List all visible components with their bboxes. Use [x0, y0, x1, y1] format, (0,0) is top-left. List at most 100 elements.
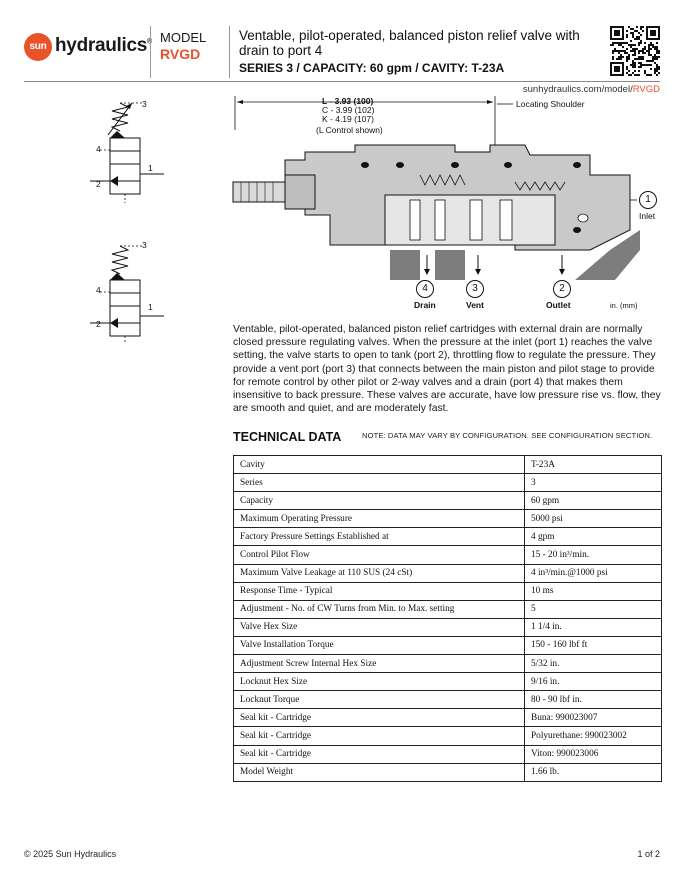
url-model: RVGD — [632, 84, 660, 95]
spec-label: Capacity — [233, 491, 525, 511]
spec-label: Model Weight — [233, 762, 525, 782]
spec-label: Seal kit - Cartridge — [233, 744, 525, 764]
table-row: Adjustment - No. of CW Turns from Min. t… — [233, 599, 662, 619]
locating-shoulder-label: Locating Shoulder — [516, 99, 585, 109]
spec-value: 1.66 lb. — [524, 762, 662, 782]
product-description: Ventable, pilot-operated, balanced pisto… — [233, 324, 661, 415]
spec-label: Locknut Hex Size — [233, 672, 525, 692]
spec-value: 10 ms — [524, 581, 662, 601]
spring-icon — [110, 245, 130, 275]
header-divider — [150, 26, 151, 78]
inlet-port-number: 1 — [639, 191, 657, 209]
logo-word: hydraulics — [55, 35, 148, 56]
page-title: Ventable, pilot-operated, balanced pisto… — [239, 28, 580, 58]
spec-value: 150 - 160 lbf ft — [524, 635, 662, 656]
logo-wordmark: hydraulics® — [55, 35, 152, 57]
outlet-port-number: 2 — [553, 280, 571, 298]
spec-value: 1 1/4 in. — [524, 617, 662, 637]
spec-value: 3 — [524, 473, 662, 493]
spec-value: 80 - 90 lbf in. — [524, 690, 662, 710]
spec-label: Response Time - Typical — [233, 581, 525, 601]
header-rule — [24, 81, 660, 82]
spec-value: 60 gpm — [524, 491, 662, 511]
symbol-top-port-2: 2 — [96, 179, 101, 189]
spec-label: Adjustment Screw Internal Hex Size — [233, 654, 525, 674]
symbol-bottom-port-2: 2 — [96, 319, 101, 329]
symbol-bottom-port-3: 3 — [142, 240, 147, 250]
model-url-link[interactable]: sunhydraulics.com/model/RVGD — [523, 84, 660, 95]
logo-sun-text: sun — [29, 41, 47, 52]
technical-data-note: NOTE: DATA MAY VARY BY CONFIGURATION. SE… — [362, 431, 653, 440]
adjustment-arrow-icon — [126, 103, 132, 109]
page-number: 1 of 2 — [637, 849, 660, 859]
spec-label: Series — [233, 473, 525, 493]
dim-k: K - 4.19 (107) — [322, 114, 374, 124]
units-label: in. (mm) — [610, 301, 638, 310]
vent-label: Vent — [466, 300, 484, 310]
vent-port-number: 3 — [466, 280, 484, 298]
inlet-label: Inlet — [639, 211, 656, 221]
spec-value: 5000 psi — [524, 509, 662, 529]
spec-label: Valve Hex Size — [233, 617, 525, 637]
spec-label: Maximum Operating Pressure — [233, 509, 525, 529]
dim-c: C - 3.99 (102) — [322, 105, 375, 115]
drain-port-number: 4 — [416, 280, 434, 298]
sun-logo-icon — [24, 33, 52, 61]
spec-value: 4 gpm — [524, 527, 662, 547]
spec-value: 4 in³/min.@1000 psi — [524, 563, 662, 583]
spec-value: Viton: 990023006 — [524, 744, 662, 764]
spec-value: 9/16 in. — [524, 672, 662, 692]
spec-value: Polyurethane: 990023002 — [524, 726, 662, 746]
table-row: Maximum Valve Leakage at 110 SUS (24 cSt… — [233, 563, 662, 583]
spec-label: Locknut Torque — [233, 690, 525, 710]
hydraulic-symbol-top — [90, 102, 164, 203]
spec-label: Factory Pressure Settings Established at — [233, 527, 525, 547]
spec-label: Seal kit - Cartridge — [233, 708, 525, 728]
valve-cutaway-drawing — [232, 96, 640, 280]
spec-label: Seal kit - Cartridge — [233, 726, 525, 746]
footer-copyright: © 2025 Sun Hydraulics — [24, 849, 117, 859]
table-row: Factory Pressure Settings Established at… — [233, 527, 662, 547]
hydraulic-symbol-bottom — [90, 245, 164, 344]
qr-code-icon[interactable] — [610, 26, 660, 76]
drain-label: Drain — [414, 300, 436, 310]
registered-mark: ® — [147, 39, 152, 46]
dim-note: (L Control shown) — [316, 125, 383, 135]
spec-value: Buna: 990023007 — [524, 708, 662, 728]
symbol-top-port-3: 3 — [142, 99, 147, 109]
spec-label: Control Pilot Flow — [233, 545, 525, 565]
spec-value: 5 — [524, 599, 662, 619]
symbol-bottom-port-1: 1 — [148, 302, 153, 312]
spec-value: 5/32 in. — [524, 654, 662, 674]
symbol-top-port-4: 4 — [96, 144, 101, 154]
spec-label: Maximum Valve Leakage at 110 SUS (24 cSt… — [233, 563, 525, 583]
url-prefix: sunhydraulics.com/model/ — [522, 84, 633, 95]
brand-logo: sun hydraulics® — [24, 33, 152, 61]
model-label: MODEL — [160, 30, 207, 45]
spec-label: Cavity — [233, 454, 525, 475]
dim-l: L - 3.93 (100) — [322, 96, 374, 106]
spec-label: Valve Installation Torque — [233, 635, 525, 656]
outlet-label: Outlet — [546, 300, 571, 310]
technical-data-heading: TECHNICAL DATA — [233, 430, 342, 444]
spec-value: 15 - 20 in³/min. — [524, 545, 662, 565]
symbol-bottom-port-4: 4 — [96, 285, 101, 295]
spec-value: T-23A — [524, 454, 662, 475]
model-code: RVGD — [160, 46, 201, 62]
